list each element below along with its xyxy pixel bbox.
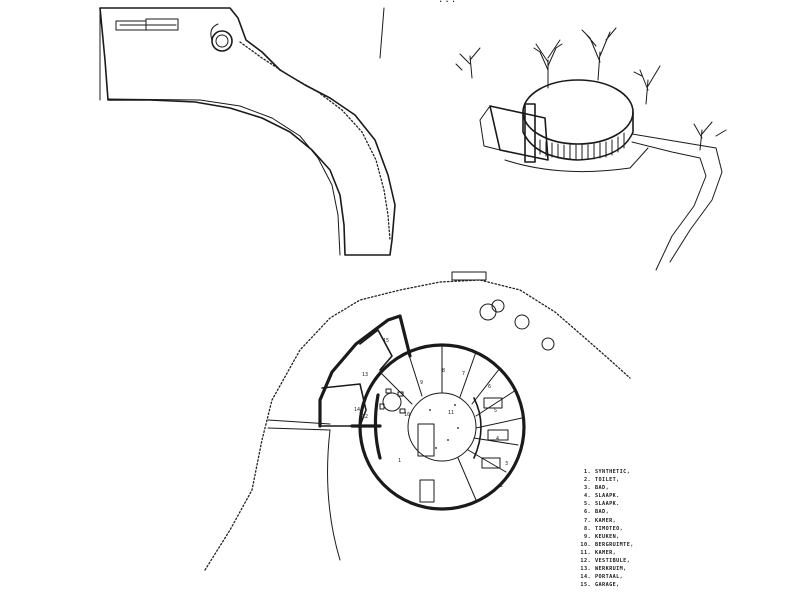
garden-bench [451,271,487,281]
legend-item-number: 3. [583,485,591,492]
legend-item: 14. PORTAAL, [575,573,665,581]
legend-item-label: BERGRUIMTE, [595,541,634,548]
house-slats [539,132,625,161]
shrubs [479,299,555,351]
room-label-7: 7 [462,371,465,377]
room-label-5: 5 [494,408,497,414]
legend-item-number: 10. [580,541,591,548]
legend-item-label: TOILET, [595,477,620,484]
top-edge-text-fragment: ... [438,0,458,5]
legend-item-label: SLAAPK. [595,501,620,508]
footpath [631,133,723,263]
legend-item: 5. SLAAPK. [575,500,665,508]
house-chimney-wall [524,103,536,163]
legend-item: 15. GARAGE, [575,581,665,589]
legend-item-number: 9. [583,533,591,540]
house-wing [489,105,549,161]
room-label-14: 14 [354,407,360,413]
legend-item: 8. TIMOTEO, [575,525,665,533]
site-plan-inner-road [107,98,341,256]
legend-item: 6. BAD, [575,508,665,516]
house-outer-wall [318,314,412,428]
tree-sketches [455,27,727,151]
legend-item: 7. KAMER, [575,517,665,525]
legend-item-number: 8. [583,525,591,532]
legend-item-number: 7. [583,517,591,524]
legend-item-number: 15. [580,582,591,589]
room-label-13: 13 [362,372,368,378]
room-label-8: 8 [442,368,445,374]
legend-item-number: 12. [580,558,591,565]
site-plan-hedge [239,41,391,241]
house-roof [522,79,634,145]
room-label-12: 12 [362,414,368,420]
legend-item-number: 6. [583,509,591,516]
legend-item: 4. SLAAPK. [575,492,665,500]
perspective-sketch [455,27,727,271]
legend-item-label: SYNTHETIC, [595,469,631,475]
site-plan-round-house [211,30,233,52]
room-label-11: 11 [448,410,454,416]
house-wall-band [522,111,634,161]
room-label-4: 4 [496,436,499,442]
legend-item-label: GARAGE, [595,582,620,589]
legend-item-label: TIMOTEO, [595,525,624,532]
legend-item-number: 14. [580,574,591,581]
legend-item-number: 2. [583,477,591,484]
legend-item-number: 11. [580,549,591,556]
courtyard-dots [429,404,459,449]
floor-plan-hedge [204,279,631,571]
site-plan-outer-boundary [99,7,396,256]
floor-plan: 1 2 3 4 5 6 7 8 9 10 11 12 13 14 15 [204,271,631,571]
legend-item: 13. WERKRUIM, [575,565,665,573]
legend-item-number: 5. [583,501,591,508]
legend-item-number: 13. [580,566,591,573]
kitchen-counter [417,423,435,457]
room-label-9: 9 [420,380,423,386]
dining-table [382,392,402,412]
legend-item-label: KAMER, [595,549,617,556]
room-label-6: 6 [488,384,491,390]
legend-item: 10. BERGRUIMTE, [575,541,665,549]
legend-item-label: BAD, [595,509,610,516]
room-legend: 1. SYNTHETIC, 2. TOILET, 3. BAD, 4. SLAAPK. 5. SL… [575,468,665,589]
room-numbers: 1 2 3 4 5 6 7 8 9 10 11 12 13 14 15 [354,338,508,489]
legend-item-label: VESTIBULE, [595,558,631,565]
terrain-line-lower [327,429,341,561]
legend-item: 3. BAD, [575,484,665,492]
legend-item: 11. KAMER, [575,549,665,557]
room-label-1: 1 [398,458,401,464]
ground-line [504,147,649,173]
legend-item-label: WERKRUIM, [595,566,627,573]
legend-item: 1. SYNTHETIC, [575,468,665,476]
legend-item-number: 1. [583,469,591,475]
room-label-15: 15 [383,338,389,344]
beds [481,397,509,469]
room-label-3: 3 [505,461,508,467]
legend-item: 2. TOILET, [575,476,665,484]
legend-item: 9. KEUKEN, [575,533,665,541]
legend-item-label: KEUKEN, [595,533,620,540]
legend-item-label: SLAAPK. [595,493,620,500]
site-plan-edge-mark [379,7,385,59]
legend-item-label: BAD, [595,485,610,492]
legend-item-number: 4. [583,493,591,500]
legend-item-label: KAMER, [595,517,617,524]
legend-item-label: PORTAAL, [595,574,624,581]
interior-wall-right [473,397,482,459]
room-label-2: 2 [500,483,503,489]
site-plan [99,7,396,256]
legend-item: 12. VESTIBULE, [575,557,665,565]
room-label-10: 10 [404,412,410,418]
